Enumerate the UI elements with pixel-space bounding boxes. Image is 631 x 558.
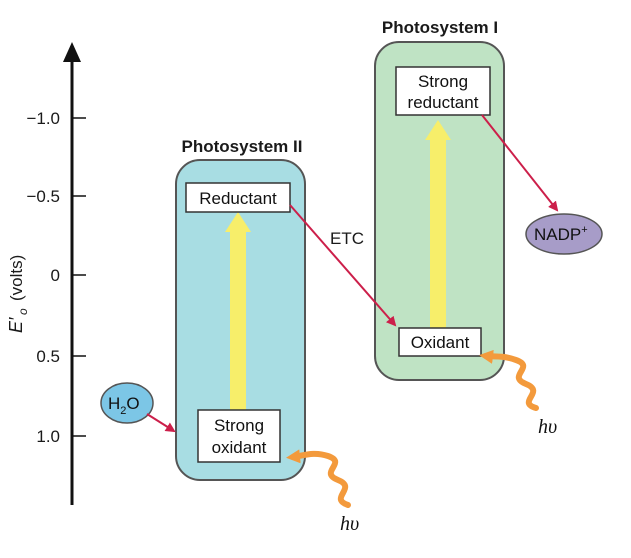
photon-label-ps1: hυ [538,416,557,438]
ps1-reductant-line2: reductant [408,93,479,112]
y-axis-arrowhead [63,42,81,62]
ps2-oxidant-line2: oxidant [212,438,267,457]
nadp-ellipse [525,213,603,255]
etc-arrow [289,204,397,327]
photon-wave-ps2 [286,449,351,508]
y-tick-label: 1.0 [36,427,60,446]
ps2-reductant-label: Reductant [199,189,277,208]
photosystem-2-title: Photosystem II [182,137,303,156]
water-subscript: 2 [120,405,126,417]
light-energy-arrow-shaft [230,228,246,410]
y-tick-label: 0 [51,266,60,285]
y-axis-label: E′ o (volts) [6,255,30,333]
photosystem-1: Photosystem I Strong reductant Oxidant [374,18,505,381]
y-axis: −1.0 −0.5 0 0.5 1.0 E′ o (volts) [6,42,86,505]
photon-label-ps2: hυ [340,513,359,535]
y-axis-label-symbol: E′ [6,317,26,333]
ps2-oxidant-line1: Strong [214,416,264,435]
etc-connection: ETC [289,204,397,327]
ps1-strong-reductant-box [395,66,491,116]
ps2-reductant-box [185,182,291,213]
nadp-label: NADP+ [534,224,588,244]
etc-label: ETC [330,229,364,248]
light-energy-arrow-shaft [430,136,446,328]
nadp-superscript: + [581,224,587,236]
water-label: H2O [108,394,140,417]
y-tick-label: −0.5 [26,187,60,206]
nadp-text: NADP [534,225,581,244]
y-tick-label: −1.0 [26,109,60,128]
water-arrow [146,413,176,433]
y-axis-label-unit: (volts) [7,255,26,301]
photon-ps1: hυ [479,349,557,438]
y-tick-label: 0.5 [36,347,60,366]
water-o: O [126,394,139,413]
photosystem-1-title: Photosystem I [382,18,498,37]
ps1-oxidant-label: Oxidant [411,333,470,352]
photosystem-2: Photosystem II Reductant Strong oxidant [175,137,306,481]
y-axis-label-subscript: o [16,308,30,315]
nadp-connection: NADP+ [481,114,603,255]
ps1-reductant-line1: Strong [418,72,468,91]
water-input: H2O [100,382,176,433]
ps1-oxidant-box [398,327,482,357]
photon-wave-ps1 [479,349,539,411]
light-energy-arrowhead [225,212,251,232]
photon-ps2: hυ [286,449,359,535]
water-h: H [108,394,120,413]
ps2-strong-oxidant-box [197,409,281,463]
water-ellipse [100,382,154,424]
light-energy-arrowhead [425,120,451,140]
reductant-to-nadp-arrow [481,114,559,212]
